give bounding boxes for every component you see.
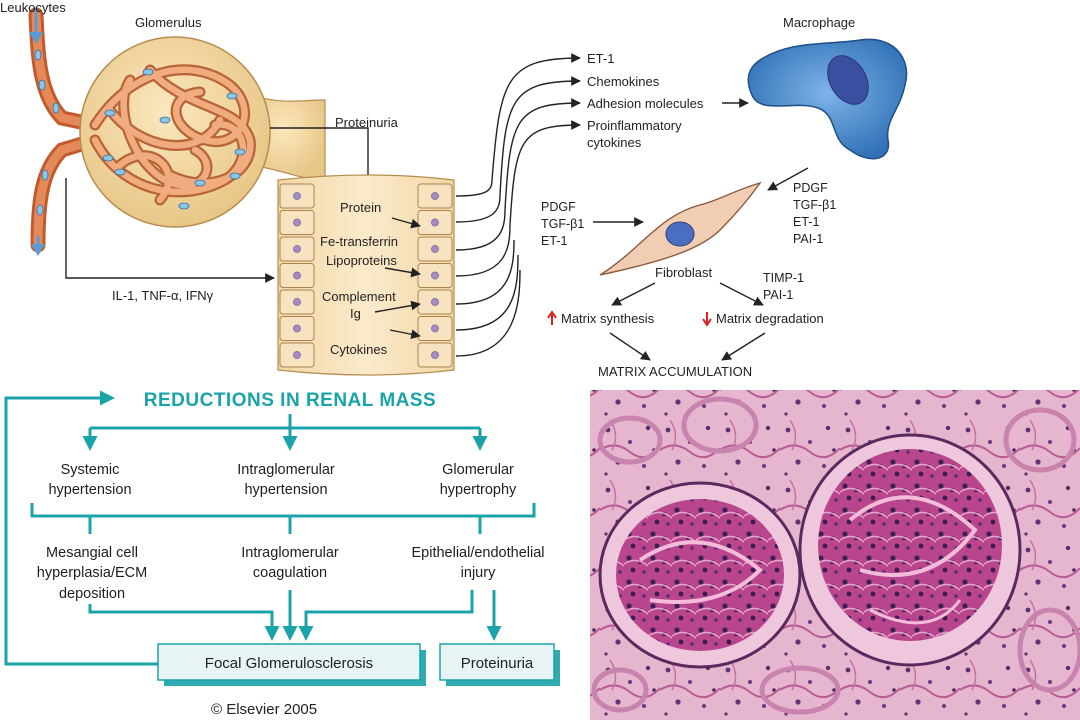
cell-nucleus [293, 324, 301, 333]
tubule-contents: Protein Fe-transferrin Lipoproteins Comp… [320, 200, 421, 357]
cell-nucleus [293, 298, 301, 306]
tubules [591, 396, 1080, 715]
mac-factor-tgfb1: TGF-β1 [793, 198, 836, 212]
tubule-item-ig: Ig [350, 306, 361, 321]
node-glomerular-line2: hypertrophy [440, 482, 517, 498]
cell-nucleus [431, 298, 439, 306]
cytokine-input-arrow [65, 178, 275, 283]
inhibitor-pai1: PAI-1 [763, 288, 793, 302]
node-epithelial-line1: Epithelial/endothelial [411, 545, 544, 561]
matrix-synthesis-label: Matrix synthesis [561, 311, 655, 326]
cell-nucleus [293, 192, 301, 200]
mediator-adhesion-molecules: Adhesion molecules [587, 96, 704, 111]
level2-connectors [30, 503, 536, 534]
matrix-accumulation-label: MATRIX ACCUMULATION [598, 364, 752, 379]
fgs-label: Focal Glomerulosclerosis [205, 655, 373, 672]
mediator-proinflammatory: Proinflammatory [587, 118, 682, 133]
cell-nucleus [431, 351, 439, 359]
top-mechanism-diagram: Leukocytes [0, 0, 908, 379]
cell-nucleus [293, 218, 301, 227]
level1-connectors [82, 414, 488, 451]
glomerulus-label: Glomerulus [135, 15, 202, 30]
tubule-item-cytokines: Cytokines [330, 342, 388, 357]
mac-factor-pdgf: PDGF [793, 181, 828, 195]
fib-input-tgfb1: TGF-β1 [541, 217, 584, 231]
outcome-connectors [88, 590, 502, 641]
node-mesangial-line1: Mesangial cell [46, 545, 138, 561]
level2-nodes: Mesangial cell hyperplasia/ECM depositio… [37, 545, 545, 602]
efferent-vessel [30, 132, 103, 253]
feedback-loop-line [4, 396, 160, 666]
glomerulus-left [598, 481, 802, 669]
box-focal-glomerulosclerosis: Focal Glomerulosclerosis [157, 643, 426, 686]
node-mesangial-line3: deposition [59, 586, 125, 602]
inhibitors: TIMP-1 PAI-1 [763, 271, 804, 302]
mediator-chemokines: Chemokines [587, 74, 660, 89]
box-proteinuria: Proteinuria [439, 643, 560, 686]
copyright-notice: © Elsevier 2005 [211, 701, 317, 718]
fibroblast-label: Fibroblast [655, 265, 712, 280]
tubule-output-lines [455, 179, 521, 357]
proteinuria-arrow [270, 127, 373, 195]
node-intraglomerular-line1: Intraglomerular [237, 462, 335, 478]
cell-nucleus [431, 218, 439, 227]
node-coagulation-line1: Intraglomerular [241, 545, 339, 561]
macrophage-label: Macrophage [783, 15, 855, 30]
node-coagulation-line2: coagulation [253, 565, 327, 581]
macrophage [747, 38, 908, 160]
cell-nucleus [431, 245, 439, 253]
cell-nucleus [293, 245, 301, 253]
mediator-arrows [491, 53, 581, 226]
fib-input-pdgf: PDGF [541, 200, 576, 214]
inhibitor-timp1: TIMP-1 [763, 271, 804, 285]
down-arrow-icon [702, 312, 712, 327]
mac-factor-et1: ET-1 [793, 215, 819, 229]
node-mesangial-line2: hyperplasia/ECM [37, 565, 147, 581]
cell-nucleus [431, 324, 439, 333]
glomerulus-right [798, 433, 1022, 667]
cell-nucleus [293, 351, 301, 359]
macrophage-to-fibroblast-arrow [767, 167, 809, 191]
proteinuria-arrow-label: Proteinuria [335, 115, 399, 130]
glomerulus [79, 36, 326, 228]
macrophage-factors: PDGF TGF-β1 ET-1 PAI-1 [793, 181, 836, 246]
mediator-et1: ET-1 [587, 51, 614, 66]
leukocyte-cells [102, 68, 246, 210]
node-epithelial-line2: injury [461, 565, 496, 581]
fibroblast-inputs: PDGF TGF-β1 ET-1 [541, 200, 584, 248]
cell-nucleus [431, 192, 439, 200]
mac-factor-pai1: PAI-1 [793, 232, 823, 246]
fib-input-et1: ET-1 [541, 234, 567, 248]
cell-nucleus [431, 271, 439, 280]
histology-micrograph [590, 390, 1080, 720]
leukocytes-label: Leukocytes [0, 0, 66, 15]
renal-mass-flowchart: REDUCTIONS IN RENAL MASS Systemic hypert… [4, 390, 560, 718]
matrix-degradation-label: Matrix degradation [716, 311, 824, 326]
node-systemic-line2: hypertension [48, 482, 131, 498]
node-glomerular-line1: Glomerular [442, 462, 514, 478]
cytokine-input-label: IL-1, TNF-α, IFNγ [112, 288, 214, 303]
node-intraglomerular-line2: hypertension [244, 482, 327, 498]
up-arrow-icon [547, 310, 557, 325]
mediator-cytokines: cytokines [587, 135, 642, 150]
fibroblast [599, 181, 762, 276]
cell-nucleus [293, 271, 301, 280]
tubule-item-complement: Complement [322, 289, 396, 304]
flowchart-title: REDUCTIONS IN RENAL MASS [144, 390, 436, 411]
proteinuria-box-label: Proteinuria [461, 655, 534, 672]
level1-nodes: Systemic hypertension Intraglomerular hy… [48, 462, 517, 498]
node-systemic-line1: Systemic [61, 462, 120, 478]
tubule-item-protein: Protein [340, 200, 381, 215]
tubule-item-lipoproteins: Lipoproteins [326, 253, 397, 268]
tubule-item-fe-transferrin: Fe-transferrin [320, 234, 398, 249]
